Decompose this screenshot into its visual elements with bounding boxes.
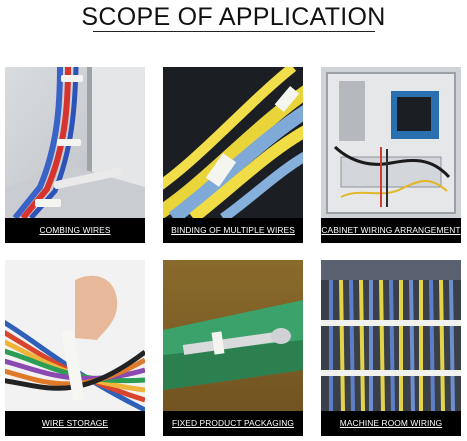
tile-wire-storage: WIRE STORAGE [5, 260, 145, 436]
tile-machine-room-wiring: MACHINE ROOM WIRING [321, 260, 461, 436]
wire-bundle-hand-photo [5, 260, 145, 436]
cable-tie-bundle-photo [163, 67, 303, 243]
caption-cabinet-wiring: CABINET WIRING ARRANGEMENT [321, 218, 461, 243]
caption-fixed-product-packaging: FIXED PRODUCT PACKAGING [163, 411, 303, 436]
caption-binding-multiple-wires: BINDING OF MULTIPLE WIRES [163, 218, 303, 243]
cable-tie-combing-photo [5, 67, 145, 243]
caption-machine-room-wiring: MACHINE ROOM WIRING [321, 411, 461, 436]
tile-binding-multiple-wires: BINDING OF MULTIPLE WIRES [163, 67, 303, 243]
packaged-tool-photo [163, 260, 303, 436]
computer-case-wiring-photo [321, 67, 461, 243]
caption-combing-wires: COMBING WIRES [5, 218, 145, 243]
tile-cabinet-wiring: CABINET WIRING ARRANGEMENT [321, 67, 461, 243]
tile-combing-wires: COMBING WIRES [5, 67, 145, 243]
caption-wire-storage: WIRE STORAGE [5, 411, 145, 436]
tile-fixed-product-packaging: FIXED PRODUCT PACKAGING [163, 260, 303, 436]
page-title: SCOPE OF APPLICATION [81, 3, 386, 31]
server-rack-cables-photo [321, 260, 461, 436]
title-underline [93, 31, 375, 32]
